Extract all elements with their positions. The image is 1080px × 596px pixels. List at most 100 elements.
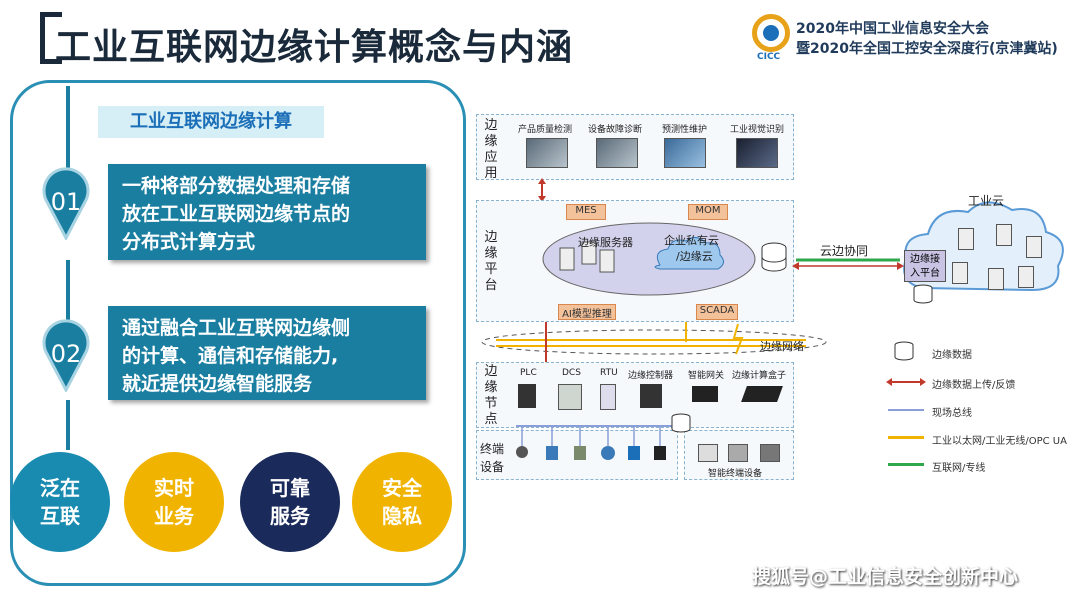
database-icon <box>761 242 787 272</box>
cloud-link-arrow <box>792 258 904 270</box>
feature-line: 泛在 <box>40 476 80 500</box>
legend-db-icon <box>894 341 914 361</box>
node-label-smart-gateway: 智能网关 <box>688 371 725 381</box>
private-cloud-label: 企业私有云 <box>664 234 719 247</box>
legend-label: 工业以太网/工业无线/OPC UA <box>932 436 1067 447</box>
legend-internet-line <box>888 463 924 466</box>
database-icon <box>671 413 691 433</box>
timeline-line <box>66 260 70 320</box>
access-line: 入平台 <box>910 268 940 279</box>
smart-terminal-icon <box>698 444 718 462</box>
edge-server-label: 边缘服务器 <box>578 236 633 249</box>
cloud-server-icon <box>1018 266 1034 288</box>
layer-char: 边 <box>484 118 498 133</box>
legend-label: 边缘数据上传/反馈 <box>932 380 1016 391</box>
app-label: 设备故障诊断 <box>588 125 643 135</box>
layer-char: 用 <box>484 166 498 181</box>
cloud-server-icon <box>988 268 1004 290</box>
feature-circle-ubiquitous: 泛在互联 <box>10 452 110 552</box>
edge-cloud-label: /边缘云 <box>676 250 713 263</box>
cicc-logo-icon <box>763 25 779 41</box>
point-text-line: 的计算、通信和存储能力, <box>122 345 339 367</box>
timeline-line <box>66 400 70 450</box>
app-image <box>596 138 638 168</box>
plc-device-icon <box>518 384 536 408</box>
feature-line: 互联 <box>40 504 80 528</box>
layer-char: 节 <box>484 396 498 411</box>
cicc-logo-ring <box>752 14 790 52</box>
app-image <box>664 138 706 168</box>
feature-line: 隐私 <box>382 504 422 528</box>
layer-char: 缘 <box>484 134 498 149</box>
cicc-logo-text: CICC <box>757 52 781 62</box>
point-box-02: 通过融合工业互联网边缘侧 的计算、通信和存储能力, 就近提供边缘智能服务 <box>108 306 426 400</box>
layer-label-edge-node: 边 缘 节 点 <box>484 364 498 428</box>
cloud-server-icon <box>958 228 974 250</box>
database-icon <box>913 284 933 304</box>
feature-circle-reliable: 可靠服务 <box>240 452 340 552</box>
edge-network-ellipse <box>481 322 827 362</box>
smart-terminal-icon <box>760 444 780 462</box>
dcs-device-icon <box>558 384 582 410</box>
pin-marker-01 <box>42 167 90 240</box>
edge-access-platform: 边缘接 入平台 <box>904 250 946 282</box>
point-number: 01 <box>50 188 82 216</box>
feature-line: 安全 <box>382 476 422 500</box>
node-label-edge-controller: 边缘控制器 <box>628 371 674 381</box>
feature-circle-security: 安全隐私 <box>352 452 452 552</box>
scada-box: SCADA <box>696 304 738 320</box>
layer-char: 点 <box>484 412 498 427</box>
point-box-01: 一种将部分数据处理和存储 放在工业互联网边缘节点的 分布式计算方式 <box>108 164 426 260</box>
node-label-rtu: RTU <box>600 368 618 378</box>
smart-terminal-icon <box>728 444 748 462</box>
point-text-line: 一种将部分数据处理和存储 <box>122 175 351 197</box>
access-line: 边缘接 <box>910 254 940 265</box>
feature-line: 可靠 <box>270 476 310 500</box>
point-text-line: 通过融合工业互联网边缘侧 <box>122 317 351 339</box>
node-label-edge-box: 边缘计算盒子 <box>732 371 787 381</box>
layer-char: 应 <box>484 150 498 165</box>
node-label-plc: PLC <box>520 368 537 378</box>
point-text-line: 就近提供边缘智能服务 <box>122 373 313 395</box>
cloud-server-icon <box>1026 236 1042 258</box>
feature-line: 实时 <box>154 476 194 500</box>
terminal-label-line: 设备 <box>480 460 505 474</box>
feature-line: 业务 <box>154 504 194 528</box>
timeline-line <box>66 86 70 186</box>
layer-char: 边 <box>484 230 498 245</box>
layer-char: 平 <box>484 262 498 277</box>
smart-gateway-icon <box>692 386 718 402</box>
edge-network-label: 边缘网络 <box>760 340 804 353</box>
industrial-cloud-title: 工业云 <box>968 194 1005 208</box>
mom-box: MOM <box>688 204 728 220</box>
legend-label: 互联网/专线 <box>932 463 986 474</box>
app-label: 预测性维护 <box>662 125 708 135</box>
pin-marker-02 <box>42 319 90 392</box>
edge-controller-icon <box>640 384 662 408</box>
platform-ellipse <box>542 222 756 296</box>
mes-box: MES <box>566 204 606 220</box>
layer-char: 台 <box>484 278 498 293</box>
layer-char: 缘 <box>484 246 498 261</box>
terminal-label-line: 终端 <box>480 442 505 456</box>
legend-label: 边缘数据 <box>932 350 972 361</box>
layer-label-edge-app: 边 缘 应 用 <box>484 118 498 182</box>
fieldbus-lines <box>516 425 676 460</box>
section-tag: 工业互联网边缘计算 <box>98 106 324 138</box>
point-number: 02 <box>50 340 82 368</box>
app-label: 产品质量检测 <box>518 125 573 135</box>
layer-label-edge-platform: 边 缘 平 台 <box>484 230 498 294</box>
watermark: 搜狐号@工业信息安全创新中心 <box>752 566 1019 588</box>
smart-terminal-label: 智能终端设备 <box>708 469 763 479</box>
edge-box-icon <box>741 386 783 402</box>
cloud-edge-sync-label: 云边协同 <box>820 244 869 258</box>
feature-line: 服务 <box>270 504 310 528</box>
layer-char: 缘 <box>484 380 498 395</box>
cloud-server-icon <box>996 224 1012 246</box>
app-image <box>736 138 778 168</box>
conference-line2: 暨2020年全国工控安全深度行(京津冀站) <box>796 41 1058 57</box>
legend-fieldbus-line <box>888 409 924 411</box>
cloud-server-icon <box>952 262 968 284</box>
legend-ethernet-line <box>888 436 924 439</box>
node-label-dcs: DCS <box>562 368 581 378</box>
